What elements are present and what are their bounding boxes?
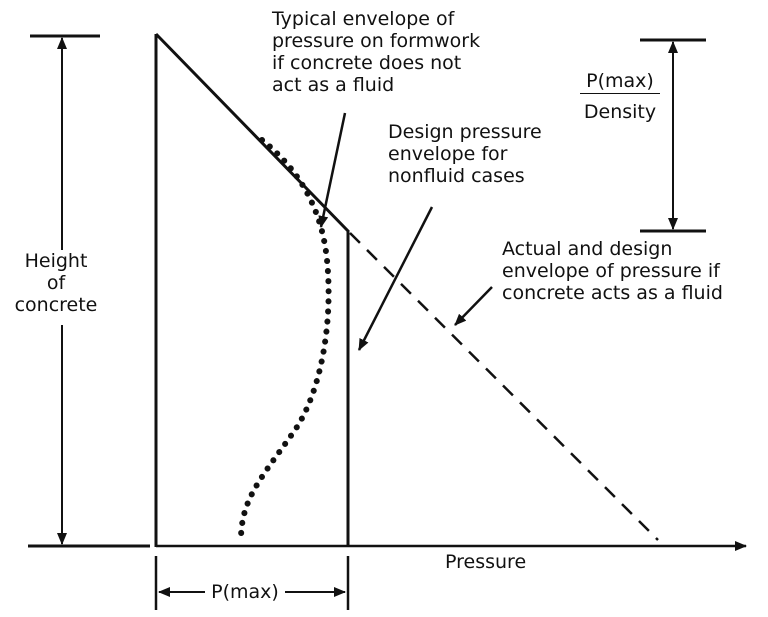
typical-envelope-line-3: if concrete does not [272, 52, 462, 74]
pmax-dimension-label: P(max) [211, 581, 279, 603]
fluid-envelope-pointer-arrow [454, 286, 493, 326]
design-pressure-pointer-arrow [357, 206, 434, 351]
design-pressure-label: Design pressure envelope for nonfluid ca… [388, 121, 542, 187]
design-envelope-slope [154, 32, 350, 233]
design-pressure-line-1: Design pressure [388, 121, 542, 143]
typical-envelope-line-4: act as a fluid [272, 74, 395, 96]
height-label: Height of concrete [8, 250, 104, 316]
typical-envelope-label: Typical envelope of pressure on formwork… [272, 8, 480, 96]
typical-envelope-pointer-arrow [318, 112, 347, 228]
ratio-denominator: Density [583, 101, 657, 123]
typical-envelope-line-1: Typical envelope of [272, 8, 455, 30]
height-line-3: concrete [14, 294, 98, 316]
fluid-envelope-dashed-line [349, 232, 659, 541]
design-pressure-line-2: envelope for [388, 143, 508, 165]
actual-design-line-1: Actual and design [502, 238, 673, 260]
ratio-numerator: P(max) [580, 70, 660, 94]
pressure-axis-label: Pressure [445, 551, 527, 573]
actual-design-label: Actual and design envelope of pressure i… [502, 238, 723, 304]
actual-design-line-2: envelope of pressure if [502, 260, 720, 282]
typical-envelope-line-2: pressure on formwork [272, 30, 481, 52]
typical-envelope-dotted-curve [237, 137, 332, 546]
design-pressure-line-3: nonfluid cases [388, 165, 525, 187]
height-line-2: of [46, 272, 66, 294]
actual-design-line-3: concrete acts as a fluid [502, 282, 723, 304]
height-line-1: Height [24, 250, 88, 272]
